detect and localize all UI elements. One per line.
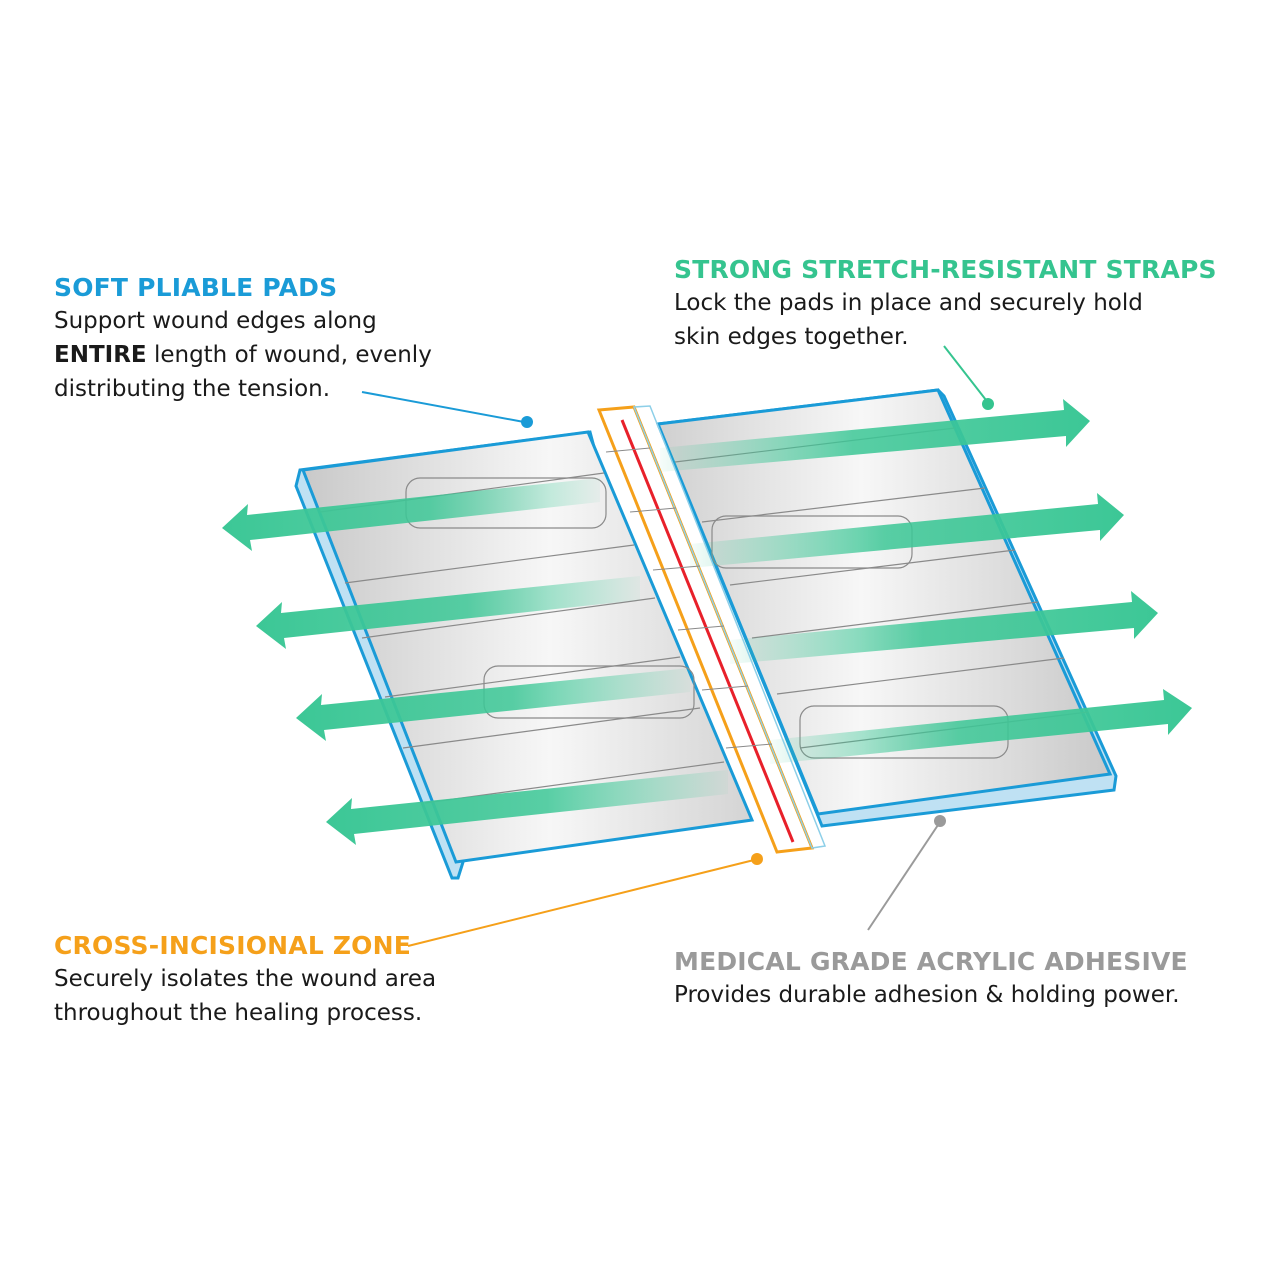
- zone-ticks: [605, 447, 773, 749]
- zone-line-2: throughout the healing process.: [54, 1000, 423, 1026]
- pads-leader-dot: [521, 416, 533, 428]
- zone-line-1: Securely isolates the wound area: [54, 966, 437, 992]
- zone-callout: CROSS-INCISIONAL ZONE Securely isolates …: [54, 930, 436, 1030]
- right-straps: [660, 399, 1192, 764]
- adhesive-line-1: Provides durable adhesion & holding powe…: [674, 982, 1180, 1008]
- zone-heading: CROSS-INCISIONAL ZONE: [54, 931, 412, 960]
- zone-leader-dot: [751, 853, 763, 865]
- straps-callout: STRONG STRETCH-RESISTANT STRAPS Lock the…: [674, 254, 1217, 354]
- strap-arrow: [730, 591, 1158, 664]
- adhesive-leader-dot: [934, 815, 946, 827]
- strap-arrow: [222, 478, 600, 551]
- pads-line-2: ENTIRE length of wound, evenly: [54, 338, 432, 372]
- strap-arrow: [296, 668, 690, 741]
- cross-incisional-zone: [596, 405, 827, 854]
- pads-heading: SOFT PLIABLE PADS: [54, 273, 338, 302]
- adhesive-heading: MEDICAL GRADE ACRYLIC ADHESIVE: [674, 947, 1188, 976]
- straps-leader-dot: [982, 398, 994, 410]
- incision-line: [620, 419, 795, 843]
- straps-leader-line: [943, 345, 987, 401]
- strap-arrow: [660, 399, 1090, 472]
- strap-arrow: [690, 493, 1124, 568]
- pads-line-2-rest: length of wound, evenly: [146, 342, 432, 368]
- pads-emphasis: ENTIRE: [54, 342, 147, 368]
- pads-leader-line: [361, 391, 525, 423]
- straps-line-1: Lock the pads in place and securely hold: [674, 290, 1143, 316]
- straps-heading: STRONG STRETCH-RESISTANT STRAPS: [674, 255, 1217, 284]
- leaders: [361, 345, 994, 947]
- right-pad-top: [655, 388, 1113, 816]
- pads-line-3: distributing the tension.: [54, 376, 331, 402]
- adhesive-callout: MEDICAL GRADE ACRYLIC ADHESIVE Provides …: [674, 946, 1188, 1012]
- adhesive-leader-line: [867, 821, 941, 931]
- zone-inner-outline: [632, 405, 827, 849]
- pads-line-1: Support wound edges along: [54, 308, 377, 334]
- strap-arrow: [770, 689, 1192, 764]
- left-pad-top: [300, 430, 755, 864]
- zone-leader-line: [407, 859, 755, 947]
- strap-arrow: [326, 770, 728, 845]
- left-pad: [294, 430, 755, 880]
- pads-callout: SOFT PLIABLE PADS Support wound edges al…: [54, 272, 432, 406]
- straps-line-2: skin edges together.: [674, 324, 909, 350]
- strap-arrow: [256, 576, 640, 649]
- left-straps: [222, 478, 728, 845]
